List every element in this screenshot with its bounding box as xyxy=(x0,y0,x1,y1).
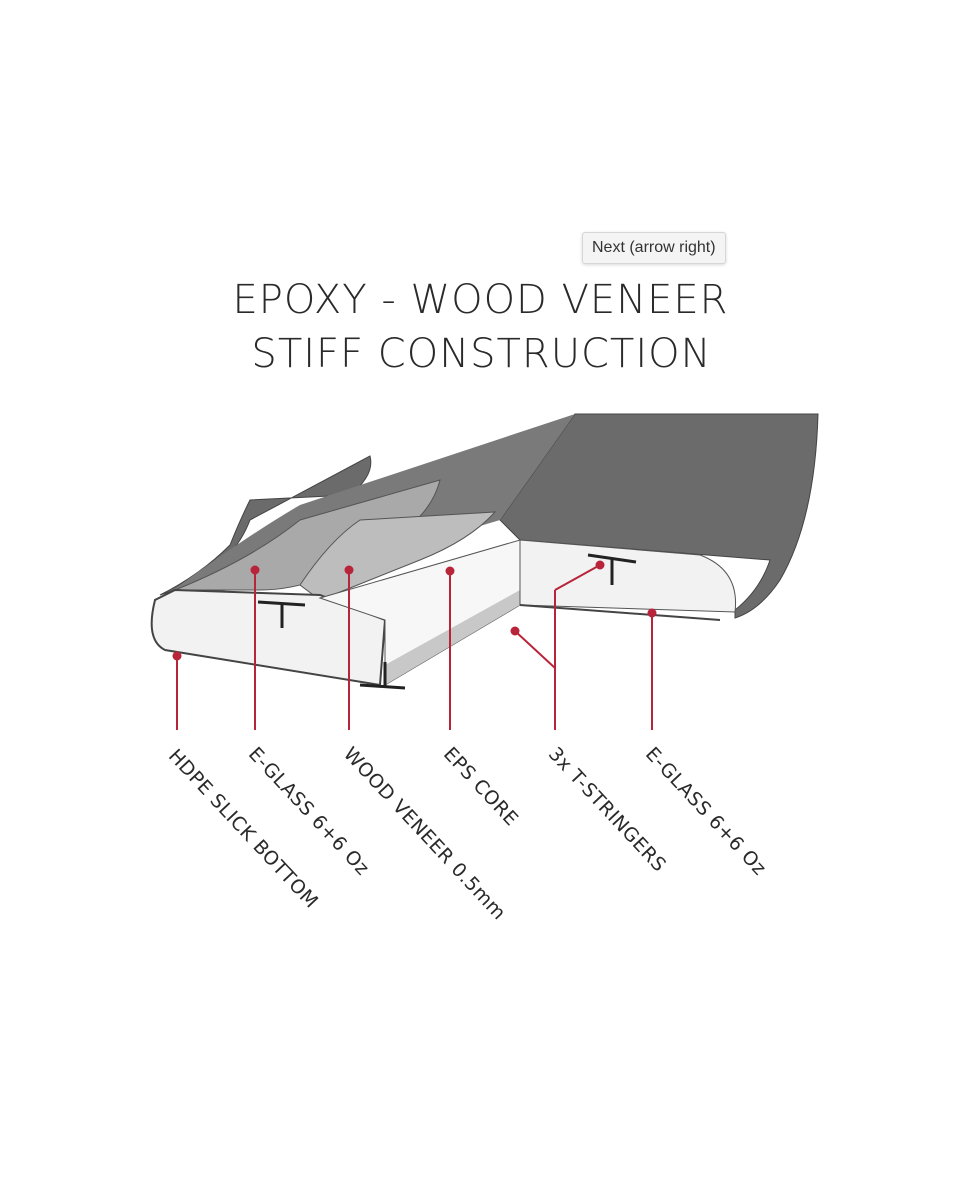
diagram-title-line-1: EPOXY - WOOD VENEER xyxy=(232,277,729,323)
bottom-edge xyxy=(519,604,721,621)
eps-core-shadow xyxy=(385,590,520,685)
stringer-icons xyxy=(257,553,637,690)
next-arrow-tooltip: Next (arrow right) xyxy=(582,232,726,264)
diagram-title-line-2: STIFF CONSTRUCTION xyxy=(251,331,712,377)
leader-lines xyxy=(172,560,657,730)
deck-skin xyxy=(499,413,819,619)
right-rail xyxy=(519,539,737,613)
